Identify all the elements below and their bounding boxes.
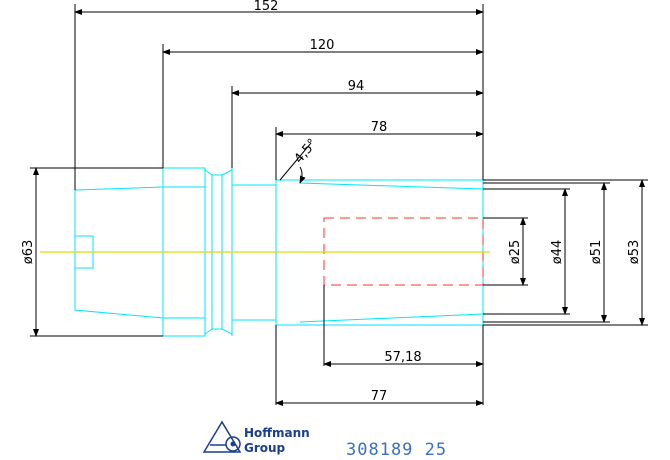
dim-length-total: 152 [254, 0, 279, 14]
dim-length-78: 78 [371, 120, 388, 135]
dim-bore-depth: 57,18 [384, 350, 421, 365]
dim-dia-53: ø53 [627, 240, 642, 265]
logo-mark-icon [202, 420, 242, 453]
dim-length-94: 94 [348, 79, 365, 94]
dimension-lines [30, 4, 648, 406]
logo-line1: Hoffmann [244, 426, 310, 440]
dim-dia-44: ø44 [550, 240, 565, 265]
dim-length-120: 120 [310, 38, 335, 53]
dim-dia-63: ø63 [21, 240, 36, 265]
dim-dia-51: ø51 [589, 240, 604, 265]
hoffmann-logo: Hoffmann Group [202, 420, 310, 455]
dim-dia-25: ø25 [508, 240, 523, 265]
dim-angle: 4,5° [292, 136, 321, 166]
part-number: 308189 25 [346, 440, 447, 460]
dim-length-77: 77 [371, 389, 388, 404]
logo-line2: Group [244, 441, 286, 455]
